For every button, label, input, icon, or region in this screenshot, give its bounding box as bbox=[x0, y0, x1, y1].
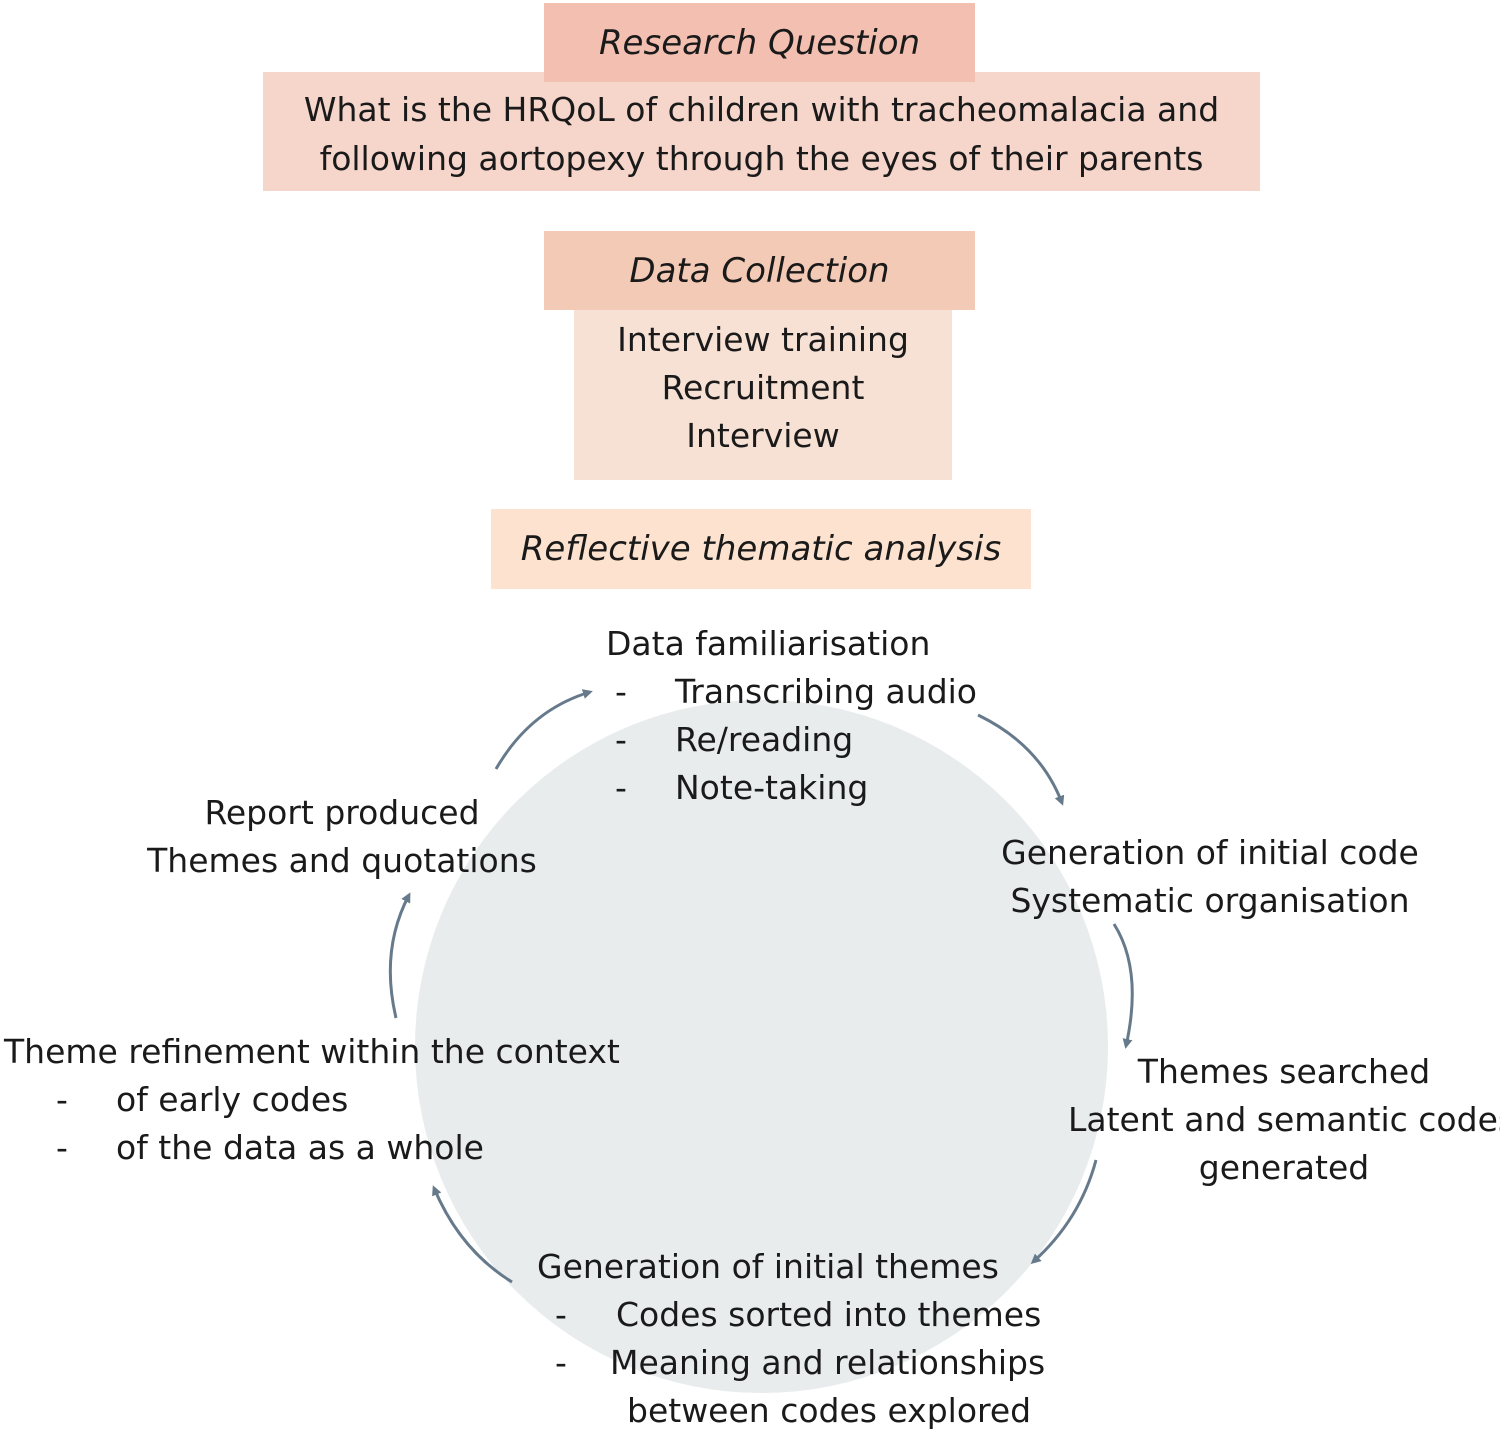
arrow-to-report bbox=[388, 892, 411, 1019]
bullet-dash: - bbox=[56, 1128, 68, 1167]
list-item: - Codes sorted into themes bbox=[555, 1291, 1045, 1339]
refinement-list: - of early codes - of the data as a whol… bbox=[56, 1076, 496, 1172]
report-line-2: Themes and quotations bbox=[147, 841, 537, 880]
bullet-dash: - bbox=[615, 720, 627, 759]
data-collection-body: Interview training Recruitment Interview bbox=[574, 300, 952, 480]
familiarisation-item: Transcribing audio bbox=[675, 672, 977, 711]
bullet-dash: - bbox=[615, 768, 627, 807]
bullet-dash: - bbox=[555, 1343, 567, 1382]
initial-themes-item: Meaning and relationships bbox=[610, 1343, 1046, 1382]
data-collection-item: Interview training bbox=[617, 320, 909, 359]
refinement-item: of the data as a whole bbox=[116, 1128, 484, 1167]
thematic-analysis-header: Reflective thematic analysis bbox=[491, 509, 1031, 589]
initial-code-line-1: Generation of initial code bbox=[1001, 833, 1419, 872]
research-question-header: Research Question bbox=[544, 3, 975, 82]
list-item: - Meaning and relationships bbox=[555, 1339, 1045, 1387]
themes-searched-line-1: Themes searched bbox=[1137, 1052, 1431, 1091]
familiarisation-item: Note-taking bbox=[675, 768, 869, 807]
bullet-dash: - bbox=[615, 672, 627, 711]
list-item: - Transcribing audio bbox=[615, 668, 995, 716]
themes-searched-line-3: generated bbox=[1198, 1148, 1370, 1187]
list-item: - of early codes bbox=[56, 1076, 496, 1124]
refinement-item: of early codes bbox=[116, 1080, 349, 1119]
research-question-line-2: following aortopexy through the eyes of … bbox=[319, 139, 1204, 178]
familiarisation-list: - Transcribing audio - Re/reading - Note… bbox=[615, 668, 995, 812]
research-question-line-1: What is the HRQoL of children with trach… bbox=[303, 90, 1220, 129]
familiarisation-item: Re/reading bbox=[675, 720, 854, 759]
bullet-dash: - bbox=[555, 1295, 567, 1334]
list-item: - Re/reading bbox=[615, 716, 995, 764]
data-collection-header: Data Collection bbox=[544, 231, 975, 310]
arrow-to-themes-searched bbox=[1112, 923, 1134, 1049]
familiarisation-title: Data familiarisation bbox=[606, 624, 931, 663]
cycle-circle bbox=[415, 700, 1108, 1393]
list-item: - Note-taking bbox=[615, 764, 995, 812]
list-item: - of the data as a whole bbox=[56, 1124, 496, 1172]
research-question-body: What is the HRQoL of children with trach… bbox=[263, 72, 1260, 191]
initial-themes-list: - Codes sorted into themes - Meaning and… bbox=[555, 1291, 1045, 1387]
themes-searched-line-2: Latent and semantic codes bbox=[1068, 1100, 1500, 1139]
refinement-title: Theme refinement within the context bbox=[4, 1032, 620, 1071]
initial-themes-item: Codes sorted into themes bbox=[616, 1295, 1042, 1334]
data-collection-item: Interview bbox=[686, 416, 840, 455]
arrow-to-initial-themes bbox=[1030, 1159, 1098, 1264]
data-collection-item: Recruitment bbox=[661, 368, 865, 407]
initial-themes-title: Generation of initial themes bbox=[537, 1247, 999, 1286]
initial-themes-continuation: between codes explored bbox=[627, 1391, 1032, 1430]
arrow-to-initial-code bbox=[977, 713, 1065, 806]
report-line-1: Report produced bbox=[204, 793, 480, 832]
initial-code-line-2: Systematic organisation bbox=[1010, 881, 1410, 920]
arrow-to-familiarisation bbox=[494, 689, 593, 770]
bullet-dash: - bbox=[56, 1080, 68, 1119]
arrow-to-refinement bbox=[432, 1185, 513, 1284]
